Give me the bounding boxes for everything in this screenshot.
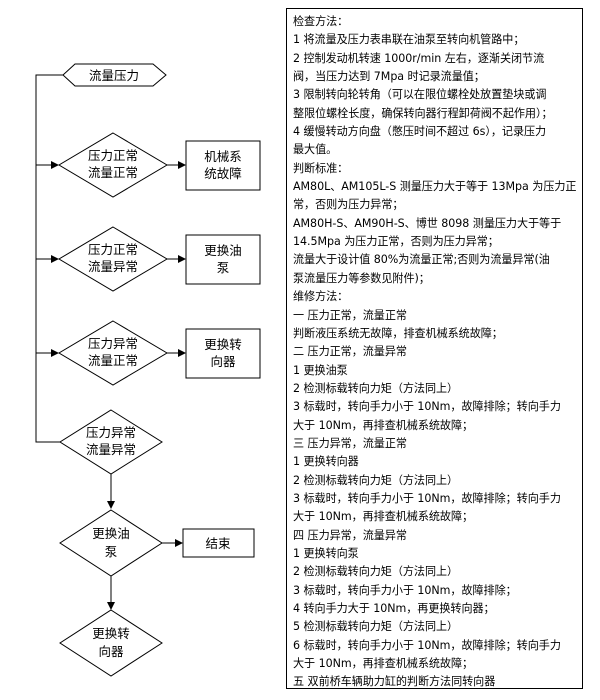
panel-line: 最大值。 — [293, 143, 338, 157]
action-3-line-1: 更换转 — [204, 337, 242, 352]
panel-line: 常，否则为压力异常； — [293, 198, 404, 212]
panel-line: 流量大于设计值 80%为流量正常;否则为流量异常(油 — [293, 253, 550, 267]
panel-line: 判断标准： — [293, 161, 349, 175]
end-node — [182, 528, 255, 558]
action-2-line-2: 泵 — [217, 260, 230, 275]
decision-6-line-2: 向器 — [98, 644, 124, 659]
panel-line: 1 更换油泵 — [293, 363, 348, 377]
decision-1-line-2: 流量正常 — [88, 165, 138, 180]
decision-1-line-1: 压力正常 — [88, 148, 138, 163]
panel-line: 1 更换转向器 — [293, 455, 359, 469]
decision-6-line-1: 更换转 — [92, 626, 130, 641]
panel-line: 3 标载时，转向手力小于 10Nm，故障排除；转向手力 — [293, 400, 561, 414]
start-node — [62, 63, 167, 87]
decision-2-line-2: 流量异常 — [88, 259, 138, 274]
panel-line: 大于 10Nm，再排查机械系统故障； — [293, 657, 474, 671]
decision-3-line-2: 流量正常 — [88, 353, 138, 368]
panel-line: 6 标载时，转向手力小于 10Nm，故障排除；转向手力 — [293, 638, 561, 652]
panel-line: 大于 10Nm，再排查机械系统故障； — [293, 510, 474, 524]
panel-line: 五 双前桥车辆助力缸的判断方法同转向器 — [293, 675, 496, 689]
panel-line: 整限位螺栓长度，确保转向器行程卸荷阀不起作用）； — [293, 106, 553, 120]
panel-line: 4 转向手力大于 10Nm，再更换转向器； — [293, 602, 495, 615]
panel-line: 检查方法： — [293, 15, 349, 28]
action-2-line-1: 更换油 — [204, 243, 242, 258]
decision-5-line-1: 更换油 — [92, 526, 130, 541]
decision-4-line-2: 流量异常 — [86, 442, 136, 457]
action-1-line-1: 机械系 — [204, 149, 242, 164]
decision-2-line-1: 压力正常 — [88, 242, 138, 257]
decision-pressure-normal-flow-normal — [58, 132, 168, 198]
panel-line: 大于 10Nm，再排查机械系统故障； — [293, 418, 474, 432]
panel-line: 14.5Mpa 为压力正常，否则为压力异常； — [293, 235, 499, 249]
panel-line: 3 标载时，转向手力小于 10Nm，故障排除；转向手力 — [293, 491, 561, 505]
panel-line: 3 限制转向轮转角（可以在限位螺栓处放置垫块或调 — [293, 88, 547, 102]
panel-line: 2 检测标载转向力矩（方法同上） — [293, 473, 459, 487]
panel-line: 4 缓慢转动方向盘（憋压时间不超过 6s），记录压力 — [293, 125, 547, 139]
panel-line: 泵流量压力等参数见附件)； — [293, 271, 430, 285]
panel-line: AM80L、AM105L-S 测量压力大于等于 13Mpa 为压力正 — [293, 180, 577, 194]
panel-line: 5 检测标载转向力矩（方法同上） — [293, 620, 459, 634]
panel-line: 2 检测标载转向力矩（方法同上） — [293, 381, 459, 395]
panel-line: 判断液压系统无故障，排查机械系统故障； — [293, 326, 503, 340]
panel-line: 2 检测标载转向力矩（方法同上） — [293, 565, 459, 579]
panel-line: 1 将流量及压力表串联在油泵至转向机管路中； — [293, 33, 525, 47]
decision-pressure-abnormal-flow-normal — [58, 320, 168, 386]
panel-line: 维修方法： — [293, 290, 349, 304]
decision-replace-pump — [59, 509, 163, 577]
action-3-line-2: 向器 — [210, 354, 236, 369]
flowchart: 流量压力 压力正常 流量正常 机械系 统故障 压力正常 流量异常 更换油 泵 压… — [35, 63, 261, 677]
panel-line: 2 控制发动机转速 1000r/min 左右，逐渐关闭节流 — [293, 51, 545, 65]
start-node-label: 流量压力 — [89, 68, 139, 83]
end-node-label: 结束 — [205, 536, 231, 551]
action-replace-steering-gear — [185, 328, 261, 379]
method-text-panel: 检查方法： 1 将流量及压力表串联在油泵至转向机管路中； 2 控制发动机转速 1… — [286, 8, 583, 689]
panel-line: 阀，当压力达到 7Mpa 时记录流量值； — [293, 70, 485, 84]
action-replace-pump — [185, 234, 261, 285]
panel-line: 1 更换转向泵 — [293, 546, 359, 560]
decision-3-line-1: 压力异常 — [88, 336, 138, 351]
panel-line: 三 压力异常，流量正常 — [293, 436, 407, 450]
decision-replace-steering-gear — [59, 609, 163, 677]
decision-pressure-normal-flow-abnormal — [58, 226, 168, 292]
panel-line: 3 标载时，转向手力小于 10Nm，故障排除； — [293, 583, 517, 597]
decision-4-line-1: 压力异常 — [86, 425, 136, 440]
panel-line: 四 压力异常，流量异常 — [293, 528, 407, 542]
action-1-line-2: 统故障 — [204, 166, 242, 181]
panel-line: 二 压力正常，流量异常 — [293, 345, 407, 359]
panel-line: 一 压力正常，流量正常 — [293, 308, 407, 322]
panel-line: AM80H-S、AM90H-S、博世 8098 测量压力大于等于 — [293, 216, 562, 230]
decision-5-line-2: 泵 — [105, 544, 118, 559]
action-mechanical-fault — [185, 140, 261, 191]
